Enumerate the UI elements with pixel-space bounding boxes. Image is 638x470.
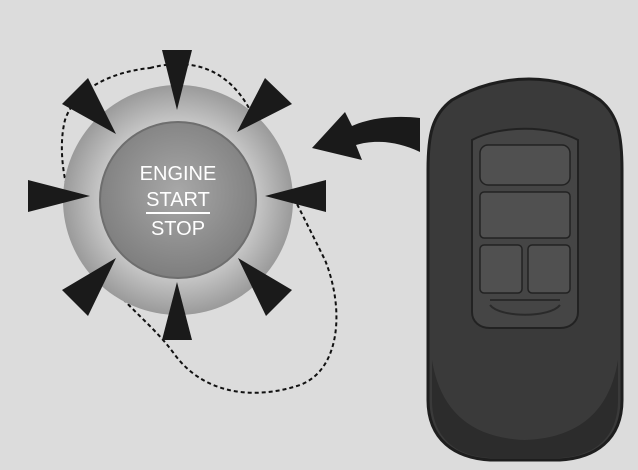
button-label-engine: ENGINE [140, 163, 217, 185]
smart-key-fob-icon [426, 77, 624, 462]
fob-panic-button[interactable] [527, 244, 571, 294]
pointer-triangle-top-left [62, 78, 116, 134]
engine-start-stop-button[interactable]: ENGINE START STOP [99, 121, 257, 279]
detection-range-outline [60, 63, 338, 394]
button-label-start: START [146, 189, 210, 211]
curved-arrow-icon [312, 112, 420, 160]
fob-lock-button[interactable] [479, 144, 571, 186]
fob-trunk-button[interactable] [479, 244, 523, 294]
pointer-triangle-bottom [162, 282, 192, 340]
pointer-triangle-bottom-right [238, 258, 292, 316]
pointer-triangle-left [28, 180, 90, 212]
pointer-triangle-top-right [237, 78, 292, 132]
pointer-triangle-bottom-left [62, 258, 116, 316]
pointer-triangle-right [265, 180, 326, 212]
button-label-stop: STOP [151, 218, 205, 240]
pointer-triangle-top [162, 50, 192, 110]
fob-unlock-button[interactable] [479, 191, 571, 239]
